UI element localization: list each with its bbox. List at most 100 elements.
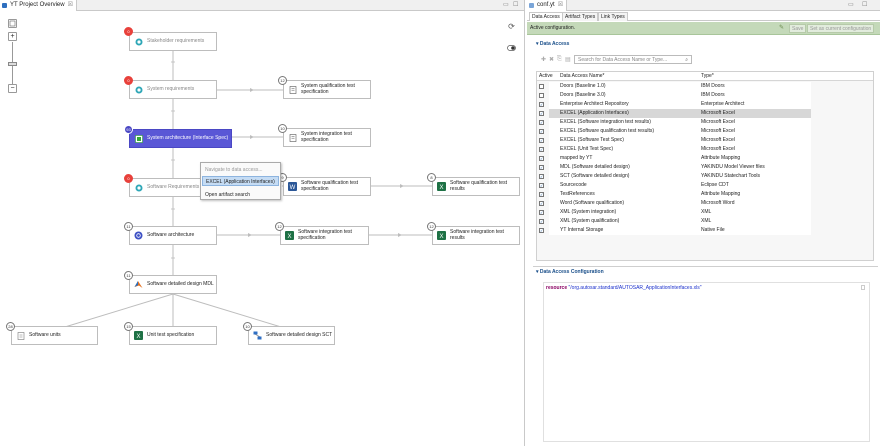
table-row[interactable]: ✓MDL (Software detailed design)YAKINDU M…	[537, 163, 873, 172]
table-row[interactable]: Doors (Baseline 3.0)IBM Doors	[537, 91, 873, 100]
active-checkbox[interactable]: ✓	[539, 111, 544, 116]
delete-icon[interactable]: ✖	[549, 57, 555, 63]
table-row[interactable]: ✓XML (System integration)XML	[537, 208, 873, 217]
minimize-icon[interactable]: ▭	[503, 2, 509, 8]
editor-scrollbar[interactable]	[861, 285, 865, 290]
toggle-icon[interactable]	[506, 43, 517, 54]
tab-close-icon[interactable]: ☒	[67, 2, 73, 8]
data-access-name: EXCEL (Software integration test results…	[549, 118, 699, 127]
add-icon[interactable]: ✚	[541, 57, 547, 63]
data-access-search-input[interactable]: Search for Data Access Name or Type... ⌕	[574, 55, 692, 64]
table-row[interactable]: ✓SCT (Software detailed design)YAKINDU S…	[537, 172, 873, 181]
active-checkbox[interactable]: ✓	[539, 156, 544, 161]
menu-item-excel-application-interfaces[interactable]: EXCEL (Application Interfaces)	[202, 176, 279, 186]
node-software-requirements[interactable]: Software Requirements	[129, 178, 217, 197]
data-access-configuration-header[interactable]: ▾ Data Access Configuration	[536, 269, 604, 275]
column-name[interactable]: Data Access Name*	[560, 73, 605, 79]
zoom-out-icon[interactable]: −	[8, 84, 17, 93]
table-row[interactable]: ✓EXCEL (Unit Test Spec)Microsoft Excel	[537, 145, 873, 154]
node-software-architecture[interactable]: Software architecture	[129, 226, 217, 245]
conf-yt-tab-label: conf.yt	[537, 2, 555, 8]
table-row[interactable]: Doors (Baseline 1.0)IBM Doors	[537, 82, 873, 91]
active-checkbox[interactable]: ✓	[539, 201, 544, 206]
node-unit-test-specification[interactable]: X Unit test specification	[129, 326, 217, 345]
data-access-type: Microsoft Excel	[699, 109, 811, 118]
statechart-icon	[253, 331, 262, 340]
set-current-configuration-button[interactable]: Set as current configuration	[807, 24, 875, 33]
node-stakeholder-requirements[interactable]: Stakeholder requirements	[129, 32, 217, 51]
conf-subtabs: Data Access Artifact Types Link Types	[527, 12, 880, 21]
test-document-icon	[288, 133, 297, 142]
data-access-name: EXCEL (Software Test Spec)	[549, 136, 699, 145]
active-checkbox[interactable]	[539, 84, 544, 89]
table-row[interactable]: ✓XML (System qualification)XML	[537, 217, 873, 226]
active-checkbox[interactable]: ✓	[539, 228, 544, 233]
conf-yt-tab[interactable]: conf.yt☒	[527, 0, 568, 11]
active-checkbox[interactable]: ✓	[539, 174, 544, 179]
active-checkbox[interactable]: ✓	[539, 183, 544, 188]
node-system-architecture[interactable]: System architecture (Interface Spec)	[129, 129, 232, 148]
tab-data-access[interactable]: Data Access	[529, 12, 563, 21]
count-badge: 28	[6, 322, 15, 331]
data-access-section-header[interactable]: ▾ Data Access	[536, 41, 569, 47]
active-checkbox[interactable]: ✓	[539, 147, 544, 152]
node-software-detailed-design-mdl[interactable]: Software detailed design MDL	[129, 275, 217, 294]
active-checkbox[interactable]	[539, 93, 544, 98]
menu-item-open-artifact-search[interactable]: Open artifact search	[205, 192, 251, 198]
active-checkbox[interactable]: ✓	[539, 138, 544, 143]
data-access-configuration-section	[533, 266, 878, 446]
count-badge: 12	[275, 222, 284, 231]
column-type[interactable]: Type*	[701, 73, 714, 79]
data-access-type: Attribute Mapping	[699, 154, 811, 163]
active-checkbox[interactable]: ✓	[539, 129, 544, 134]
requirements-icon	[134, 183, 143, 192]
pin-icon: ✎	[779, 25, 785, 31]
data-access-name: Doors (Baseline 3.0)	[549, 91, 699, 100]
yt-file-icon	[529, 3, 534, 8]
active-checkbox[interactable]: ✓	[539, 165, 544, 170]
maximize-icon[interactable]: ☐	[862, 2, 868, 8]
table-row[interactable]: ✓EXCEL (Software Test Spec)Microsoft Exc…	[537, 136, 873, 145]
active-checkbox[interactable]: ✓	[539, 120, 544, 125]
table-row[interactable]: ✓EXCEL (Software qualification test resu…	[537, 127, 873, 136]
project-overview-tab[interactable]: YT Project Overview☒	[0, 0, 77, 11]
node-system-requirements[interactable]: System requirements	[129, 80, 217, 99]
node-software-integration-test-results[interactable]: X Software integration test results	[432, 226, 520, 245]
zoom-in-icon[interactable]: +	[8, 32, 17, 41]
trash-icon[interactable]: ▤	[565, 57, 571, 63]
minimize-icon[interactable]: ▭	[848, 2, 854, 8]
node-software-units[interactable]: Software units	[11, 326, 98, 345]
copy-icon[interactable]: ⎘	[557, 56, 562, 62]
active-checkbox[interactable]: ✓	[539, 102, 544, 107]
tab-link-types[interactable]: Link Types	[598, 12, 628, 21]
node-software-qualification-test-results[interactable]: X Software qualification test results	[432, 177, 520, 196]
zoom-slider-handle[interactable]	[8, 62, 17, 66]
active-checkbox[interactable]: ✓	[539, 210, 544, 215]
save-button[interactable]: Save	[789, 24, 807, 33]
tab-close-icon[interactable]: ☒	[557, 2, 564, 8]
diagram-canvas[interactable]: + −	[0, 12, 525, 446]
node-software-detailed-design-sct[interactable]: Software detailed design SCT	[248, 326, 335, 345]
configuration-editor[interactable]: resource "/org.autosar.standard/AUTOSAR_…	[543, 282, 870, 442]
node-system-integration-test-spec[interactable]: System integration test specification	[283, 128, 371, 147]
active-configuration-bar: Active configuration. ✎ Save Set as curr…	[527, 22, 880, 35]
column-active[interactable]: Active	[539, 73, 553, 79]
node-system-qualification-test-spec[interactable]: System qualification test specification	[283, 80, 371, 99]
tab-artifact-types[interactable]: Artifact Types	[562, 12, 599, 21]
maximize-icon[interactable]: ☐	[513, 2, 519, 8]
data-access-type: IBM Doors	[699, 91, 811, 100]
table-row[interactable]: ✓ EXCEL (Software integration test result…	[537, 118, 873, 127]
node-software-qualification-test-spec[interactable]: W Software qualification test specificat…	[283, 177, 371, 196]
table-row[interactable]: ✓EXCEL (Application Interfaces)Microsoft…	[537, 109, 873, 118]
active-checkbox[interactable]: ✓	[539, 219, 544, 224]
node-software-integration-test-spec[interactable]: X Software integration test specificatio…	[280, 226, 369, 245]
refresh-icon[interactable]: ⟳	[508, 22, 515, 31]
fit-view-icon[interactable]	[8, 19, 17, 28]
table-row[interactable]: ✓Word (Software qualification)Microsoft …	[537, 199, 873, 208]
active-checkbox[interactable]: ✓	[539, 192, 544, 197]
